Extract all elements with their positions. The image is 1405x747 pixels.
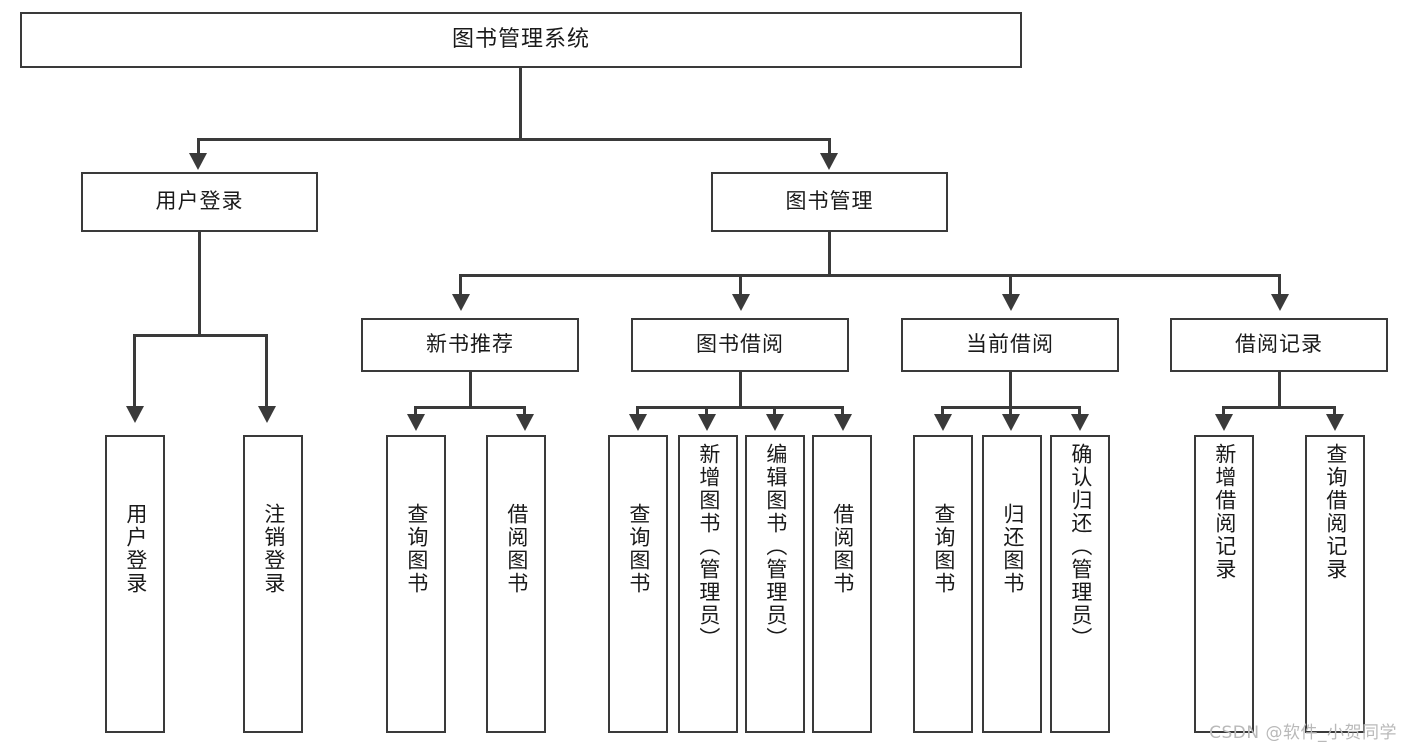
leaf-query-borrow-record[interactable]: 查询借阅记录 bbox=[1305, 435, 1365, 733]
leaf-label: 注销登录 bbox=[261, 503, 286, 595]
connector-root-stem bbox=[519, 68, 522, 140]
node-new-book-recommendation[interactable]: 新书推荐 bbox=[361, 318, 579, 372]
arrow-to-leaf-add-book bbox=[698, 414, 716, 431]
node-root-book-management-system[interactable]: 图书管理系统 bbox=[20, 12, 1022, 68]
arrow-to-new-book-recommendation bbox=[452, 294, 470, 311]
connector-root-to-user-login bbox=[197, 138, 200, 155]
leaf-label: 查询图书 bbox=[931, 503, 956, 595]
arrow-to-leaf-query-book-cb bbox=[934, 414, 952, 431]
leaf-label: 确认归还（管理员） bbox=[1068, 443, 1093, 650]
connector-user-login-stem bbox=[198, 232, 201, 336]
connector-book-borrow-stem bbox=[739, 372, 742, 408]
connector-borrow-record-bar bbox=[1222, 406, 1336, 409]
leaf-borrow-book[interactable]: 借阅图书 bbox=[812, 435, 872, 733]
arrow-to-leaf-return-book bbox=[1002, 414, 1020, 431]
leaf-label: 查询图书 bbox=[626, 503, 651, 595]
leaf-label: 借阅图书 bbox=[830, 503, 855, 595]
node-book-borrow[interactable]: 图书借阅 bbox=[631, 318, 849, 372]
connector-bb-drop-4 bbox=[841, 406, 844, 416]
leaf-edit-book-admin[interactable]: 编辑图书（管理员） bbox=[745, 435, 805, 733]
node-label: 图书管理系统 bbox=[451, 26, 590, 52]
connector-br-drop-2 bbox=[1333, 406, 1336, 416]
arrow-to-leaf-borrow-book-nb bbox=[516, 414, 534, 431]
arrow-to-leaf-user-login bbox=[126, 406, 144, 423]
connector-cb-drop-1 bbox=[941, 406, 944, 416]
connector-bb-drop-3 bbox=[773, 406, 776, 416]
connector-cb-drop-2 bbox=[1009, 406, 1012, 416]
connector-book-management-stem bbox=[828, 232, 831, 276]
leaf-logout[interactable]: 注销登录 bbox=[243, 435, 303, 733]
arrow-to-borrow-record bbox=[1271, 294, 1289, 311]
leaf-query-book-current[interactable]: 查询图书 bbox=[913, 435, 973, 733]
connector-new-book-stem bbox=[469, 372, 472, 408]
leaf-label: 编辑图书（管理员） bbox=[763, 443, 788, 650]
node-book-management[interactable]: 图书管理 bbox=[711, 172, 948, 232]
connector-new-book-bar bbox=[414, 406, 526, 409]
connector-root-bar bbox=[197, 138, 831, 141]
connector-book-borrow-bar bbox=[636, 406, 844, 409]
leaf-confirm-return-admin[interactable]: 确认归还（管理员） bbox=[1050, 435, 1110, 733]
arrow-root-to-book-management bbox=[820, 153, 838, 170]
connector-current-borrow-stem bbox=[1009, 372, 1012, 408]
arrow-root-to-user-login bbox=[189, 153, 207, 170]
arrow-to-leaf-add-borrow-record bbox=[1215, 414, 1233, 431]
leaf-borrow-book-new-recommendation[interactable]: 借阅图书 bbox=[486, 435, 546, 733]
leaf-return-book[interactable]: 归还图书 bbox=[982, 435, 1042, 733]
node-current-borrow[interactable]: 当前借阅 bbox=[901, 318, 1119, 372]
arrow-to-book-borrow bbox=[732, 294, 750, 311]
leaf-label: 新增借阅记录 bbox=[1212, 443, 1237, 581]
connector-bm-drop-new-book bbox=[459, 274, 462, 296]
connector-book-management-bar bbox=[459, 274, 1281, 277]
leaf-label: 新增图书（管理员） bbox=[696, 443, 721, 650]
node-user-login[interactable]: 用户登录 bbox=[81, 172, 318, 232]
connector-br-drop-1 bbox=[1222, 406, 1225, 416]
leaf-label: 归还图书 bbox=[1000, 503, 1025, 595]
watermark-csdn: CSDN @软件_小贺同学 bbox=[1209, 723, 1397, 743]
connector-user-login-drop-2 bbox=[265, 334, 268, 408]
connector-cb-drop-3 bbox=[1078, 406, 1081, 416]
arrow-to-leaf-edit-book bbox=[766, 414, 784, 431]
connector-bb-drop-2 bbox=[705, 406, 708, 416]
connector-borrow-record-stem bbox=[1278, 372, 1281, 408]
leaf-user-login[interactable]: 用户登录 bbox=[105, 435, 165, 733]
node-label: 当前借阅 bbox=[966, 332, 1054, 357]
connector-bm-drop-current-borrow bbox=[1009, 274, 1012, 296]
leaf-label: 用户登录 bbox=[123, 503, 148, 595]
node-label: 借阅记录 bbox=[1235, 332, 1323, 357]
connector-root-to-book-management bbox=[828, 138, 831, 155]
arrow-to-leaf-confirm-return bbox=[1071, 414, 1089, 431]
connector-bb-drop-1 bbox=[636, 406, 639, 416]
node-label: 图书借阅 bbox=[696, 332, 784, 357]
leaf-query-book-borrow[interactable]: 查询图书 bbox=[608, 435, 668, 733]
connector-user-login-bar bbox=[133, 334, 268, 337]
leaf-label: 查询借阅记录 bbox=[1323, 443, 1348, 581]
connector-bm-drop-borrow-record bbox=[1278, 274, 1281, 296]
node-borrow-record[interactable]: 借阅记录 bbox=[1170, 318, 1388, 372]
connector-new-book-drop-1 bbox=[414, 406, 417, 416]
connector-user-login-drop-1 bbox=[133, 334, 136, 408]
node-label: 图书管理 bbox=[785, 189, 874, 214]
leaf-add-borrow-record[interactable]: 新增借阅记录 bbox=[1194, 435, 1254, 733]
arrow-to-leaf-query-borrow-record bbox=[1326, 414, 1344, 431]
leaf-label: 借阅图书 bbox=[504, 503, 529, 595]
connector-bm-drop-book-borrow bbox=[739, 274, 742, 296]
arrow-to-current-borrow bbox=[1002, 294, 1020, 311]
arrow-to-leaf-query-book-nb bbox=[407, 414, 425, 431]
arrow-to-leaf-borrow-book-bb bbox=[834, 414, 852, 431]
connector-new-book-drop-2 bbox=[523, 406, 526, 416]
leaf-query-book-new-recommendation[interactable]: 查询图书 bbox=[386, 435, 446, 733]
node-label: 用户登录 bbox=[155, 189, 244, 214]
arrow-to-leaf-query-book-bb bbox=[629, 414, 647, 431]
leaf-label: 查询图书 bbox=[404, 503, 429, 595]
arrow-to-leaf-logout bbox=[258, 406, 276, 423]
leaf-add-book-admin[interactable]: 新增图书（管理员） bbox=[678, 435, 738, 733]
node-label: 新书推荐 bbox=[426, 332, 514, 357]
